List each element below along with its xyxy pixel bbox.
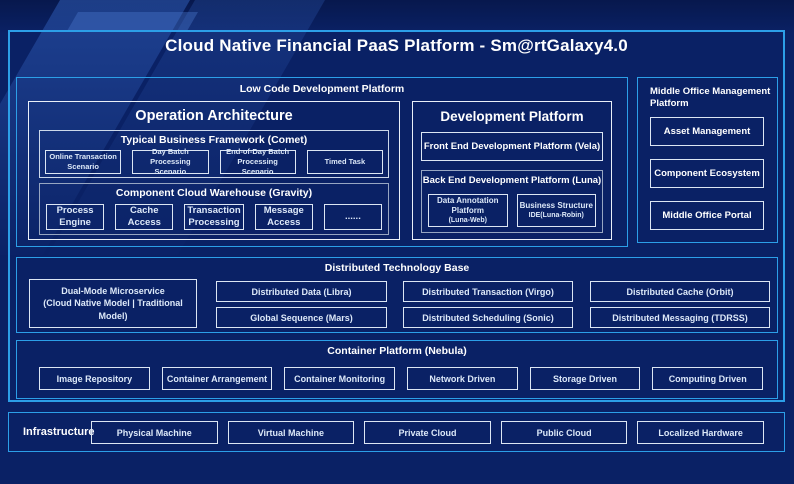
typical-business-framework-title: Typical Business Framework (Comet)	[120, 134, 308, 146]
container-platform-section: Container Platform (Nebula) Image Reposi…	[16, 340, 778, 399]
scenario-box: Day Batch Processing Scenario	[132, 147, 209, 176]
scenario-box: Timed Task	[306, 150, 383, 174]
dual-mode-name: Dual-Mode Microservice	[61, 286, 165, 297]
middle-office-section-label: Middle Office Management Platform	[650, 86, 771, 110]
dual-mode-microservice-box: Dual-Mode Microservice (Cloud Native Mod…	[29, 279, 197, 328]
infrastructure-box: Private Cloud	[364, 421, 491, 444]
back-end-platform-box: Back End Development Platform (Luna) Dat…	[421, 170, 603, 233]
component-box: Message Access	[254, 204, 313, 230]
development-platform-title: Development Platform	[440, 109, 584, 124]
tool-title: Data Annotation Platform	[437, 195, 499, 215]
decorative-stripe	[67, 12, 198, 30]
distributed-box: Distributed Transaction (Virgo)	[403, 281, 573, 302]
typical-business-framework-box: Typical Business Framework (Comet) Onlin…	[39, 130, 389, 178]
distributed-technology-base-section: Distributed Technology Base Dual-Mode Mi…	[16, 257, 778, 333]
tool-subtitle: (Luna-Web)	[448, 217, 487, 225]
tool-subtitle: IDE(Luna-Robin)	[528, 212, 584, 220]
middle-office-box: Component Ecosystem	[650, 159, 764, 188]
middle-office-section: Middle Office Management Platform Asset …	[637, 77, 778, 243]
distributed-box: Distributed Data (Libra)	[216, 281, 387, 302]
infrastructure-label: Infrastructure	[23, 426, 95, 438]
middle-office-box: Middle Office Portal	[650, 201, 764, 230]
container-capability-box: Storage Driven	[529, 367, 641, 390]
back-end-tool-box: Data Annotation Platform (Luna-Web)	[428, 194, 508, 227]
container-capability-box: Container Monitoring	[284, 367, 396, 390]
scenario-box: End-of-Day Batch Processing Scenario	[219, 147, 296, 176]
scenario-box: Online Transaction Scenario	[45, 150, 122, 174]
tool-title: Business Structure	[519, 200, 593, 210]
infrastructure-box: Localized Hardware	[637, 421, 764, 444]
operation-architecture-title: Operation Architecture	[135, 108, 293, 124]
distributed-base-label: Distributed Technology Base	[324, 262, 470, 274]
component-box: Cache Access	[115, 204, 174, 230]
infrastructure-box: Physical Machine	[91, 421, 218, 444]
container-capability-box: Container Arrangement	[161, 367, 273, 390]
component-box: Process Engine	[46, 204, 105, 230]
low-code-section-label: Low Code Development Platform	[239, 83, 405, 95]
low-code-development-platform-section: Low Code Development Platform Operation …	[16, 77, 628, 247]
container-capability-box: Network Driven	[407, 367, 518, 390]
component-box: Transaction Processing	[184, 204, 244, 230]
container-capability-box: Image Repository	[39, 367, 150, 390]
distributed-box: Distributed Cache (Orbit)	[590, 281, 770, 302]
infrastructure-box: Public Cloud	[500, 421, 628, 444]
front-end-platform-box: Front End Development Platform (Vela)	[421, 132, 603, 161]
container-platform-label: Container Platform (Nebula)	[327, 345, 467, 357]
infrastructure-box: Virtual Machine	[227, 421, 355, 444]
dual-mode-detail: (Cloud Native Model | Traditional Model)	[43, 298, 183, 321]
distributed-box: Global Sequence (Mars)	[216, 307, 387, 328]
infrastructure-section: Infrastructure Physical Machine Virtual …	[8, 412, 785, 452]
distributed-box: Distributed Scheduling (Sonic)	[403, 307, 573, 328]
component-cloud-warehouse-box: Component Cloud Warehouse (Gravity) Proc…	[39, 183, 389, 235]
middle-office-box: Asset Management	[650, 117, 764, 146]
main-platform-frame	[8, 30, 785, 402]
back-end-tool-box: Business Structure IDE(Luna-Robin)	[516, 194, 596, 227]
container-capability-box: Computing Driven	[652, 367, 764, 390]
distributed-box: Distributed Messaging (TDRSS)	[590, 307, 770, 328]
component-cloud-warehouse-title: Component Cloud Warehouse (Gravity)	[115, 187, 313, 199]
component-box: ......	[323, 204, 383, 230]
development-platform-box: Development Platform Front End Developme…	[412, 101, 612, 240]
page-title: Cloud Native Financial PaaS Platform - S…	[165, 36, 628, 55]
back-end-platform-title: Back End Development Platform (Luna)	[422, 175, 602, 186]
operation-architecture-box: Operation Architecture Typical Business …	[28, 101, 400, 240]
